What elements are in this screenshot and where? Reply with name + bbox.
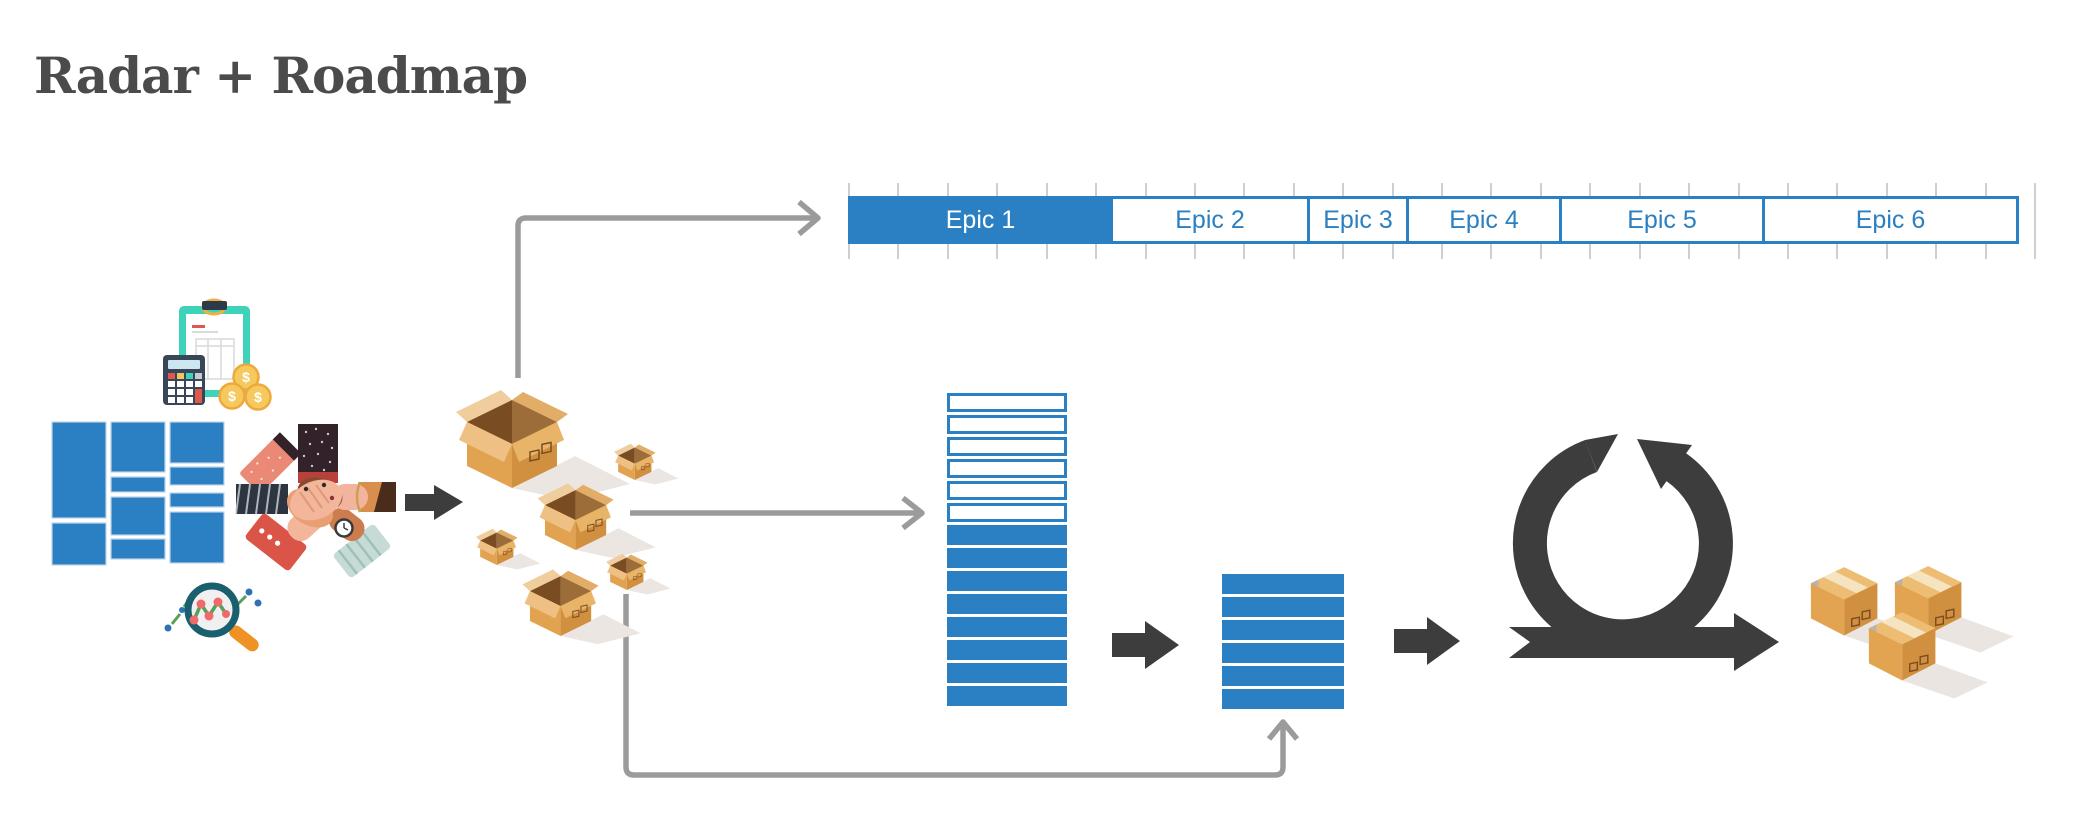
- magnifier-chart-icon: [164, 582, 262, 652]
- team-hands-icon: [235, 424, 396, 578]
- grid-tick: [2034, 183, 2036, 259]
- arm-top-left: [240, 432, 302, 494]
- open-box-icon: [475, 528, 541, 570]
- sprint-backlog-item: [1222, 643, 1344, 663]
- magnifier-handle: [229, 625, 259, 652]
- block-arrow-sprint-to-loop: [1394, 617, 1460, 665]
- flow-arrow-feedback: [623, 594, 1286, 778]
- backlog-item-filled: [947, 640, 1067, 660]
- arm-bottom-right: [328, 507, 391, 578]
- backlog-item-filled: [947, 525, 1067, 545]
- epic-bar-2: Epic 2: [1110, 196, 1310, 244]
- bracelet: [355, 481, 362, 513]
- backlog-item-outlined: [947, 459, 1067, 478]
- block-arrows: [405, 485, 1460, 669]
- loop-forward-arrow: [1509, 613, 1779, 671]
- arrowhead-up-icon: [1266, 719, 1300, 741]
- backlog-item-filled: [947, 571, 1067, 591]
- calculator-icon: [163, 355, 205, 405]
- loop-tail: [1585, 434, 1618, 472]
- dollar-symbol: $: [242, 369, 250, 385]
- dollar-symbol: $: [228, 388, 236, 404]
- backlog-item-outlined: [947, 415, 1067, 434]
- backlog-item-filled: [947, 617, 1067, 637]
- dollar-symbol: $: [254, 389, 262, 405]
- backlog-item-filled: [947, 594, 1067, 614]
- sprint-backlog-item: [1222, 666, 1344, 686]
- hands-center: [286, 477, 343, 528]
- page-title: Radar + Roadmap: [34, 45, 528, 105]
- backlog-item-outlined: [947, 437, 1067, 456]
- open-boxes-cluster: [455, 389, 679, 645]
- flow-arrow-box-to-roadmap: [515, 215, 816, 378]
- trend-inside: [189, 597, 230, 625]
- arrowhead-right-icon: [797, 199, 821, 237]
- planning-clipboard-icon: $ $ $: [163, 298, 272, 411]
- delivered-boxes: [1810, 565, 2015, 700]
- epic-bar-3: Epic 3: [1307, 196, 1409, 244]
- backlog-outlined-group: [947, 393, 1067, 522]
- open-box-icon: [613, 443, 679, 485]
- backlog-item-filled: [947, 548, 1067, 568]
- epic-bar-4: Epic 4: [1406, 196, 1562, 244]
- epic-bar-5: Epic 5: [1559, 196, 1765, 244]
- block-arrow-backlog-to-sprint: [1112, 621, 1179, 669]
- sprint-backlog-item: [1222, 574, 1344, 594]
- flow-arrows: [515, 199, 1300, 778]
- backlog-item-outlined: [947, 503, 1067, 522]
- sprint-backlog-item: [1222, 620, 1344, 640]
- open-box-icon: [455, 389, 631, 501]
- epic-bar-1: Epic 1: [848, 196, 1113, 244]
- doc-red-line: [192, 325, 205, 328]
- sprint-loop-icon: [1509, 434, 1779, 671]
- mosaic-grid-icon: [51, 421, 225, 566]
- backlog-item-filled: [947, 686, 1067, 706]
- sprint-backlog-item: [1222, 689, 1344, 709]
- product-backlog-stack: [947, 393, 1067, 709]
- arrowhead-right-icon: [901, 495, 925, 531]
- open-box-icon: [536, 482, 657, 559]
- arm-left: [235, 483, 288, 515]
- backlog-item-filled: [947, 663, 1067, 683]
- backlog-filled-group: [947, 525, 1067, 706]
- open-box-icon: [605, 553, 671, 595]
- block-arrow-discover: [405, 485, 463, 520]
- sprint-backlog-stack: [1222, 574, 1344, 712]
- loop-arrowhead: [1637, 439, 1692, 489]
- epic-bar-6: Epic 6: [1762, 196, 2019, 244]
- backlog-item-outlined: [947, 393, 1067, 412]
- backlog-item-outlined: [947, 481, 1067, 500]
- sprint-backlog-item: [1222, 597, 1344, 617]
- coins-icon: $ $ $: [218, 363, 272, 411]
